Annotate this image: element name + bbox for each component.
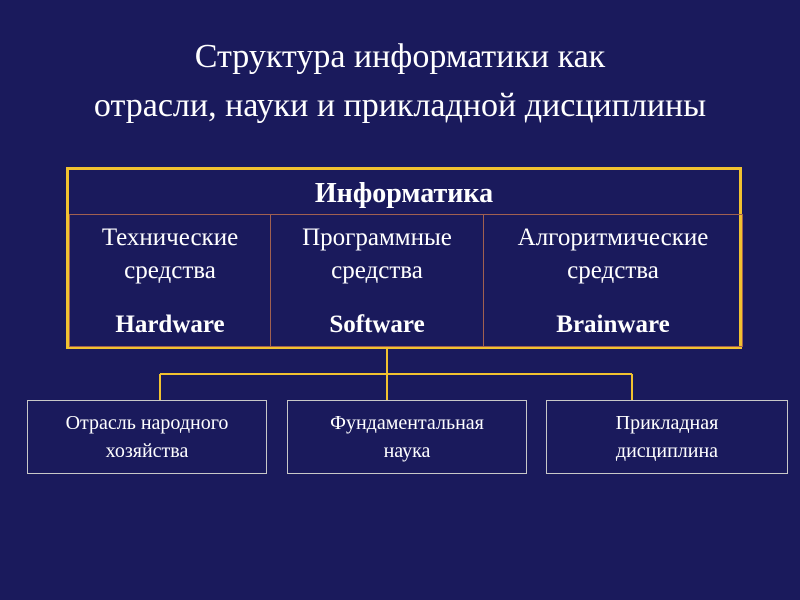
component-label-line1: Программные: [302, 224, 452, 251]
branch-line1: Отрасль народного: [65, 412, 229, 434]
slide-title: Структура информатики как отрасли, науки…: [0, 32, 800, 130]
component-label-line2: средства: [331, 257, 423, 284]
informatics-header: Информатика: [314, 178, 494, 209]
branch-science: Фундаментальная наука: [287, 400, 527, 474]
branch-line1: Прикладная: [615, 412, 719, 434]
informatics-box: Информатика Технические средства Hardwar…: [66, 167, 743, 349]
branch-discipline: Прикладная дисциплина: [546, 400, 788, 474]
component-label-line2: средства: [567, 257, 659, 284]
branch-economy: Отрасль народного хозяйства: [27, 400, 267, 474]
component-label-line2: средства: [124, 257, 216, 284]
branch-line2: хозяйства: [105, 440, 189, 462]
component-label-line1: Алгоритмические: [517, 224, 709, 251]
component-english: Brainware: [556, 311, 670, 338]
components-row: Технические средства Hardware Программны…: [69, 214, 743, 347]
branch-line1: Фундаментальная: [330, 412, 484, 434]
component-english: Software: [329, 311, 425, 338]
branch-line2: дисциплина: [615, 440, 719, 462]
title-line-2: отрасли, науки и прикладной дисциплины: [93, 87, 707, 124]
title-line-1: Структура информатики как: [194, 38, 606, 75]
component-software: Программные средства Software: [270, 215, 483, 346]
component-hardware: Технические средства Hardware: [70, 215, 270, 346]
branch-line2: наука: [383, 440, 431, 462]
component-label-line1: Технические: [101, 224, 239, 251]
component-brainware: Алгоритмические средства Brainware: [483, 215, 742, 346]
component-english: Hardware: [115, 311, 225, 338]
